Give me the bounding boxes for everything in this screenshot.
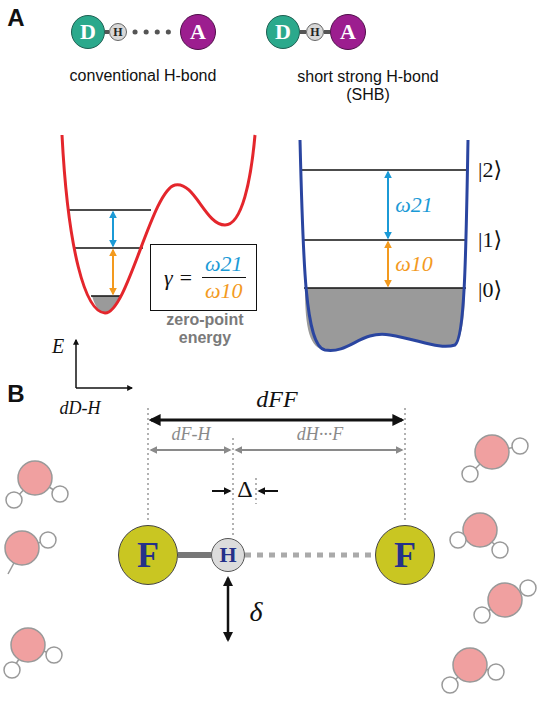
- donor-atom: D: [71, 15, 105, 49]
- fluorine-atom: F: [118, 525, 178, 585]
- atom-symbol: H: [310, 26, 319, 38]
- atom-symbol: F: [137, 537, 159, 573]
- hydrogen-atom: H: [109, 23, 127, 41]
- frequency-label: ω10: [395, 251, 433, 276]
- single-well-potential: [300, 140, 468, 350]
- formula-symbol: γ =: [161, 265, 196, 291]
- atom-symbol: D: [80, 21, 96, 43]
- bond-caption: conventional H-bond: [70, 67, 217, 85]
- frequency-symbol: ω10: [202, 278, 246, 304]
- atom-symbol: H: [113, 26, 122, 38]
- bond-line: [245, 553, 375, 558]
- bond-line: [178, 552, 211, 558]
- axes: [76, 340, 132, 388]
- axis-label: dD-H: [60, 398, 101, 419]
- donor-atom: D: [266, 15, 300, 49]
- anharmonicity-box: γ =ω21ω10: [150, 244, 257, 311]
- dimension-label: dFF: [256, 386, 297, 414]
- water-molecules: [4, 435, 536, 693]
- atom-symbol: F: [394, 537, 416, 573]
- fluorine-atom: F: [375, 525, 435, 585]
- energy-note: zero-point energy: [155, 311, 255, 348]
- atom-symbol: A: [340, 21, 356, 43]
- frequency-symbol: ω21: [202, 251, 246, 278]
- hydrogen-atom: H: [306, 23, 324, 41]
- state-label: |2⟩: [478, 157, 502, 182]
- state-label: |1⟩: [478, 227, 502, 252]
- atom-symbol: H: [219, 544, 236, 566]
- dimension-label: Δ: [237, 476, 252, 504]
- atom-symbol: D: [275, 21, 291, 43]
- dimension-label: dH···F: [297, 424, 344, 445]
- panel-label: B: [7, 380, 24, 408]
- bond-caption: short strong H-bond (SHB): [283, 68, 453, 105]
- acceptor-atom: A: [180, 14, 216, 50]
- axis-label: E: [52, 335, 64, 358]
- dimension-label: δ: [249, 596, 262, 628]
- dimension-label: dF-H: [172, 424, 211, 445]
- bond-line: [135, 30, 174, 35]
- acceptor-atom: A: [330, 14, 366, 50]
- hydrogen-atom: H: [211, 538, 245, 572]
- panel-label: A: [7, 4, 24, 32]
- atom-symbol: A: [190, 21, 206, 43]
- dimension-lines: [148, 408, 405, 640]
- state-label: |0⟩: [478, 277, 502, 302]
- frequency-label: ω21: [395, 192, 433, 217]
